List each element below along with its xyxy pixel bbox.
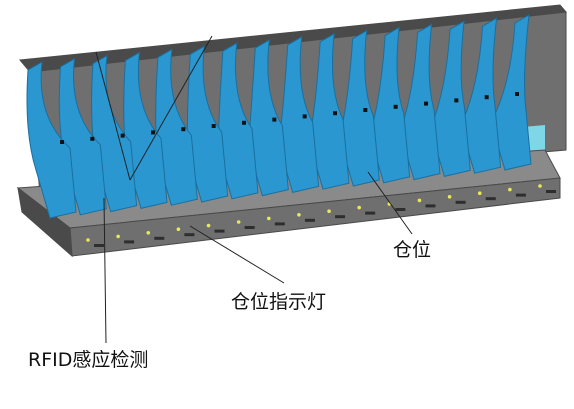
divider-fin [338, 29, 380, 187]
indicator-led [206, 223, 211, 228]
leader-line-back-2 [129, 35, 213, 181]
rfid-sensor-dot [393, 104, 398, 109]
divider-fin [460, 17, 502, 174]
rfid-sensor-dot [242, 120, 246, 125]
rfid-sensor-dot [272, 117, 277, 122]
indicator-led [477, 191, 482, 195]
rfid-sensor-dot [333, 111, 337, 116]
rfid-sensor-dot [484, 95, 489, 100]
rfid-sensor-dot [363, 108, 368, 112]
label-indicator-light: 仓位指示灯 [231, 291, 327, 313]
connector-slot [124, 240, 135, 244]
rfid-sensor-dot [454, 98, 459, 103]
leader-line-slot [367, 171, 413, 235]
divider-fin [399, 23, 441, 181]
connector-slot [546, 190, 556, 193]
indicator-led [116, 234, 120, 239]
connector-slot [154, 236, 165, 240]
rfid-sensor-dot [515, 92, 519, 96]
connector-slot [184, 233, 195, 237]
indicator-led [267, 216, 271, 221]
connector-slot [214, 229, 225, 233]
indicator-led [86, 238, 90, 242]
indicator-led [417, 198, 422, 203]
connector-slot [274, 222, 285, 226]
indicator-led [146, 231, 151, 235]
connector-slot [395, 208, 406, 211]
connector-slot [244, 226, 255, 229]
rfid-sensor-dot [151, 130, 155, 135]
divider-group [26, 14, 532, 219]
indicator-led [236, 220, 241, 224]
leader-line-indicator [189, 225, 285, 284]
connector-slot [425, 204, 436, 208]
label-rfid-sensor: RFID感应检测 [28, 349, 149, 371]
divider-fin [369, 26, 411, 184]
connector-slot [365, 211, 376, 215]
indicator-led [447, 195, 452, 199]
indicator-led [538, 184, 542, 188]
connector-slot [515, 193, 526, 197]
rfid-sensor-dot [120, 133, 125, 138]
indicator-led [327, 209, 331, 213]
rfid-sensor-dot [424, 101, 428, 106]
rfid-sensor-dot [60, 140, 64, 144]
connector-slot [304, 218, 315, 222]
indicator-led [176, 227, 181, 231]
rfid-sensor-dot [90, 136, 95, 141]
indicator-led [357, 205, 362, 210]
divider-fin [278, 36, 320, 193]
leader-line-back-1 [95, 51, 131, 181]
indicator-led-group [86, 184, 556, 247]
indicator-led [297, 213, 301, 217]
rfid-sensor-dot [211, 124, 216, 128]
rfid-sensor-dot [302, 114, 307, 119]
connector-slot [485, 197, 496, 201]
leader-line-rfid [103, 197, 107, 344]
connector-slot [94, 244, 104, 247]
divider-fin [26, 61, 77, 219]
indicator-led [508, 187, 512, 192]
label-slot: 仓位 [393, 239, 432, 261]
divider-fin [308, 32, 350, 190]
rfid-sensor-dot [181, 127, 186, 132]
connector-slot [455, 200, 466, 204]
divider-fin [490, 14, 532, 171]
divider-fin [429, 20, 471, 177]
connector-slot [335, 215, 346, 219]
